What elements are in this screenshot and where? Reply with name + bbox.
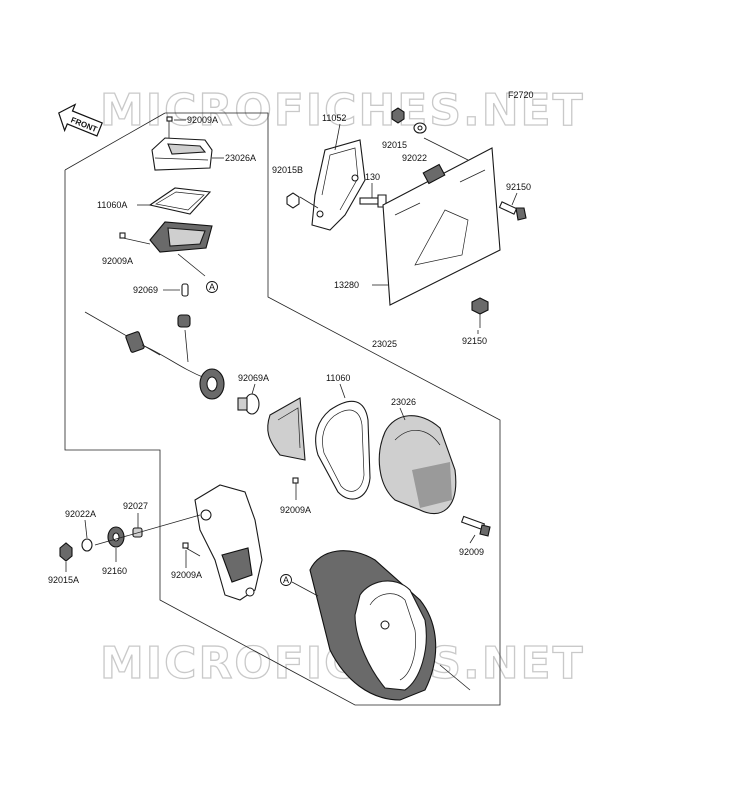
label-92150-top: 92150: [506, 182, 531, 192]
label-92009: 92009: [459, 547, 484, 557]
part-labels: 92009A 23026A 11060A 92009A 92069 11052 …: [48, 113, 531, 585]
bulb-92069: [181, 283, 189, 297]
watermark-top: MICROFICHES.NET: [100, 85, 585, 136]
label-92009A-top: 92009A: [187, 115, 218, 125]
label-92009A-bottom: 92009A: [171, 570, 202, 580]
label-92009A-mid: 92009A: [102, 256, 133, 266]
leader-lines: [65, 119, 518, 572]
bulb-92069A: [237, 393, 260, 415]
label-11060: 11060: [326, 373, 350, 383]
label-13280: 13280: [334, 280, 359, 290]
gasket-11060A: [148, 187, 212, 215]
figure-code: F2720: [508, 90, 534, 100]
label-92069: 92069: [133, 285, 158, 295]
svg-text:A: A: [209, 282, 215, 292]
bolt-92150-bottom: [471, 297, 489, 328]
label-92015B: 92015B: [272, 165, 303, 175]
svg-text:A: A: [283, 575, 289, 585]
gasket-11060: [315, 400, 371, 500]
label-130: 130: [365, 172, 380, 182]
lamp-base: [149, 221, 213, 277]
label-92027: 92027: [123, 501, 148, 511]
screw-92009A-top: [166, 116, 173, 138]
label-23026: 23026: [391, 397, 416, 407]
label-92015: 92015: [382, 140, 407, 150]
mounting-bracket: [194, 484, 263, 601]
wiring-harness: [125, 314, 225, 400]
label-11060A: 11060A: [97, 200, 127, 210]
label-23025: 23025: [372, 339, 397, 349]
label-92069A: 92069A: [238, 373, 269, 383]
nut-92015: [391, 107, 405, 124]
label-92022: 92022: [402, 153, 427, 163]
license-plate-13280: [382, 147, 501, 306]
label-11052: 11052: [322, 113, 346, 123]
label-92150-bottom: 92150: [462, 336, 487, 346]
screw-92009A-bottom: [182, 542, 201, 557]
front-arrow-icon: FRONT: [58, 103, 103, 137]
lens-23026: [378, 415, 457, 515]
nut-92015A: [59, 542, 73, 562]
washer-92022A: [81, 538, 93, 552]
callout-a-bottom: A: [280, 574, 292, 586]
lamp-cover-23026A: [151, 137, 213, 171]
callout-a-top: A: [206, 281, 218, 293]
tail-light-housing: [309, 550, 437, 701]
screw-92009A-low: [292, 477, 299, 500]
screw-92009: [460, 515, 491, 537]
label-92022A: 92022A: [65, 509, 96, 519]
grommet-92160: [107, 526, 125, 548]
label-92009A-low: 92009A: [280, 505, 311, 515]
bracket-11052: [311, 139, 366, 231]
nut-92015B: [286, 192, 300, 209]
label-92015A: 92015A: [48, 575, 79, 585]
screw-92009A-mid: [119, 232, 151, 245]
label-23026A: 23026A: [225, 153, 256, 163]
bolt-130: [359, 194, 387, 208]
assembly-frame: [64, 112, 501, 706]
reflector: [267, 397, 306, 461]
bolt-92150-top: [498, 201, 527, 221]
washer-92022: [413, 122, 427, 134]
label-92160: 92160: [102, 566, 127, 576]
